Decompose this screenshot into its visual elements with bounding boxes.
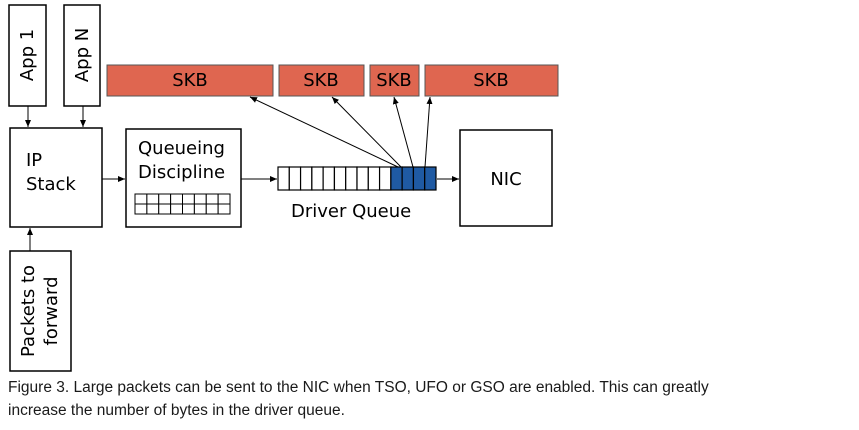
nic-label: NIC	[490, 169, 521, 190]
qdisc-queue-cell	[217, 193, 231, 205]
qdisc-queue-cell	[158, 193, 172, 205]
skb-block-4: SKB	[424, 64, 559, 97]
qdisc-queue-cell	[182, 203, 195, 215]
qdisc-queue-cell	[158, 203, 172, 215]
ip-stack-label-line2: Stack	[26, 174, 76, 195]
driver-queue-slot	[311, 166, 324, 191]
qdisc-queue-cell	[170, 193, 184, 205]
skb-label: SKB	[376, 70, 412, 91]
figure-caption-line2: increase the number of bytes in the driv…	[8, 402, 345, 419]
driver-queue-slot-filled	[412, 166, 426, 191]
driver-queue-slot-filled	[390, 166, 403, 191]
driver-queue-slot	[345, 166, 358, 191]
qdisc-queue-cell	[146, 203, 160, 215]
arrow-slot-to-skb-2	[331, 96, 402, 168]
figure-caption-line1: Figure 3. Large packets can be sent to t…	[8, 379, 709, 396]
driver-queue-slot	[378, 166, 392, 191]
qdisc-queue-cell	[217, 203, 231, 215]
driver-queue-slot	[367, 166, 381, 191]
driver-queue-slot	[299, 166, 313, 191]
ip-stack-box: IP Stack	[9, 127, 103, 228]
driver-queue-slot-filled	[401, 166, 415, 191]
driver-queue-slot	[322, 166, 336, 191]
qdisc-queue-cell	[146, 193, 160, 205]
app-n-box: App N	[63, 4, 101, 107]
skb-block-1: SKB	[106, 64, 274, 97]
arrow-slot-to-skb-4	[424, 96, 433, 168]
driver-queue	[277, 166, 437, 191]
arrow-slot-to-skb-3	[392, 96, 414, 168]
qdisc-queue-cell	[182, 193, 195, 205]
arrow-slot-to-skb-1	[249, 96, 399, 168]
queueing-discipline-box: Queueing Discipline	[125, 128, 242, 228]
app-1-box: App 1	[8, 4, 47, 107]
network-stack-diagram: App 1 App N IP Stack Packets to forward …	[8, 4, 559, 372]
figure-caption: Figure 3. Large packets can be sent to t…	[8, 376, 848, 422]
driver-queue-slot	[277, 166, 290, 191]
driver-queue-slot	[356, 166, 369, 191]
driver-queue-slot-filled	[424, 166, 437, 191]
skb-label: SKB	[172, 70, 208, 91]
qdisc-queue-grid	[134, 193, 231, 215]
app-1-label: App 1	[17, 29, 38, 81]
ip-stack-label-line1: IP	[26, 150, 42, 171]
skb-label: SKB	[473, 70, 509, 91]
qdisc-queue-cell	[134, 203, 148, 215]
app-n-label: App N	[72, 28, 93, 82]
packets-to-forward-line1: Packets to	[18, 265, 39, 357]
queueing-discipline-line2: Discipline	[138, 162, 225, 183]
qdisc-queue-cell	[193, 193, 207, 205]
packets-to-forward-line2: forward	[41, 276, 62, 345]
skb-label: SKB	[303, 70, 339, 91]
queueing-discipline-line1: Queueing	[138, 138, 225, 159]
driver-queue-slot	[333, 166, 347, 191]
qdisc-queue-cell	[205, 203, 219, 215]
qdisc-queue-cell	[170, 203, 184, 215]
packets-to-forward-box: Packets to forward	[9, 250, 72, 372]
qdisc-queue-cell	[205, 193, 219, 205]
nic-box: NIC	[459, 129, 553, 227]
qdisc-queue-cell	[193, 203, 207, 215]
skb-block-2: SKB	[278, 64, 365, 97]
driver-queue-label: Driver Queue	[291, 201, 411, 222]
qdisc-queue-cell	[134, 193, 148, 205]
driver-queue-slot	[288, 166, 302, 191]
skb-block-3: SKB	[369, 64, 420, 97]
